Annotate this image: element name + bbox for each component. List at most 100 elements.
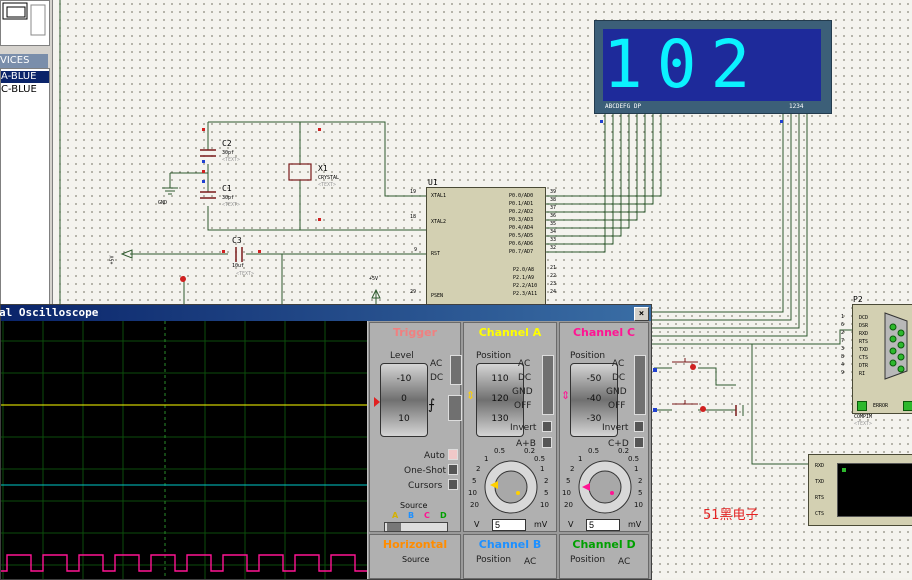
watermark-text: 51黑电子 [703, 508, 759, 523]
p2-pin-name: TXD [859, 347, 869, 353]
p2-pin-num: 3 [841, 346, 845, 352]
u1-pin-name: P2.1/A9 [513, 275, 535, 281]
p2-pin-name: DCD [859, 315, 869, 321]
u1-pin-name: P0.0/AD0 [509, 193, 534, 199]
channel-a-scale-input[interactable] [492, 519, 526, 531]
source-slider[interactable] [384, 522, 448, 532]
unit-volts-label: V [474, 520, 480, 529]
serial-connector-p2[interactable]: DCD DSR RXD RTS TXD CTS DTR RI ERROR [852, 304, 912, 414]
c2-text: <TEXT> [222, 157, 241, 163]
channel-a-combine-button[interactable] [542, 437, 552, 448]
channel-c-position-dial[interactable]: -50 -40 -30 [570, 363, 618, 437]
channel-c-scale-knob[interactable] [562, 447, 648, 529]
u1-pin-num: 34 [550, 229, 557, 235]
display-digits: 102 [603, 26, 765, 103]
u1-pin-name: P0.5/AD5 [509, 233, 534, 239]
dial-value: -50 [586, 374, 602, 384]
u1-pin-num: 35 [550, 221, 557, 227]
device-panel: VICES A-BLUE C-BLUE [0, 0, 53, 306]
scale-mark: 1 [634, 465, 639, 473]
source-slider-thumb[interactable] [387, 523, 401, 531]
vcc-mid-label: +5V [369, 276, 379, 282]
p2-pin-name: RI [859, 371, 866, 377]
channel-b-title: Channel B [478, 538, 542, 551]
position-arrows-icon: ⇕ [561, 389, 571, 402]
source-d[interactable]: D [440, 511, 447, 520]
u1-pin-num: 38 [550, 197, 557, 203]
u1-pin-num: 32 [550, 245, 557, 251]
horizontal-source-label: Source [402, 555, 430, 564]
level-label: Level [390, 351, 414, 361]
channel-a-invert-button[interactable] [542, 421, 552, 432]
scale-mark: 5 [566, 477, 571, 485]
trigger-edge-switch[interactable] [448, 395, 462, 421]
devices-list[interactable]: A-BLUE C-BLUE [0, 68, 50, 306]
u1-pin-num: 39 [550, 189, 557, 195]
oscilloscope-window[interactable]: al Oscilloscope × Trigger Level [0, 304, 652, 580]
p2-pin-num: 2 [841, 330, 845, 336]
channel-a-scale-knob[interactable] [468, 447, 554, 529]
p2-pin-num: 1 [841, 314, 845, 320]
oscilloscope-title: al Oscilloscope [0, 306, 99, 319]
channel-c-combine-button[interactable] [634, 437, 644, 448]
scope-screen[interactable] [1, 321, 367, 579]
p2-pin-num: 7 [841, 338, 845, 344]
cursors-button[interactable] [448, 479, 458, 490]
mcu-u1[interactable]: XTAL1 XTAL2 RST PSEN P0.0/AD0 P0.1/AD1 P… [426, 187, 546, 307]
scale-mark: 1 [484, 455, 489, 463]
scale-mark: 0.5 [494, 447, 506, 455]
trigger-level-marker-icon [374, 397, 380, 407]
c2-name: C2 [222, 139, 232, 148]
dial-value: -40 [586, 394, 602, 404]
source-b[interactable]: B [408, 511, 415, 520]
source-a[interactable]: A [392, 511, 399, 520]
trigger-ac-label: AC [430, 359, 443, 369]
u1-pin-num: 33 [550, 237, 557, 243]
u1-pin-num: 19 [410, 189, 417, 195]
source-c[interactable]: C [424, 511, 430, 520]
scale-mark: 2 [638, 477, 643, 485]
one-shot-button[interactable] [448, 464, 458, 475]
device-item[interactable]: C-BLUE [1, 84, 37, 95]
p2-pin-num: 9 [841, 370, 845, 376]
virtual-terminal[interactable]: RXD TXD RTS CTS [808, 454, 912, 526]
trigger-coupling-switch[interactable] [450, 355, 462, 385]
scale-mark: 10 [634, 501, 643, 509]
preview-graphic [2, 2, 46, 36]
scale-mark: 0.5 [588, 447, 600, 455]
c3-text: <TEXT> [236, 271, 255, 277]
channel-c-invert-button[interactable] [634, 421, 644, 432]
auto-button[interactable] [448, 449, 458, 460]
oscilloscope-titlebar[interactable]: al Oscilloscope × [0, 305, 651, 321]
u1-pin-num: 36 [550, 213, 557, 219]
channel-a-position-dial[interactable]: 110 120 130 [476, 363, 524, 437]
channel-d-title: Channel D [572, 538, 636, 551]
scale-mark: 10 [468, 489, 477, 497]
u1-pin-num: 24 [550, 289, 557, 295]
scale-mark: 10 [562, 489, 571, 497]
x1-name: X1 [318, 164, 328, 173]
p2-pin-name: RXD [859, 331, 869, 337]
scale-mark: 2 [476, 465, 481, 473]
p2-error-label: ERROR [873, 403, 889, 409]
seven-segment-display[interactable]: 102 ABCDEFG DP 1234 [594, 20, 832, 114]
scale-mark: 0.5 [534, 455, 546, 463]
device-item-selected[interactable]: A-BLUE [1, 71, 49, 83]
mode-off-label: OFF [514, 401, 532, 411]
channel-c-mode-switch[interactable] [634, 355, 646, 415]
close-button[interactable]: × [634, 307, 649, 321]
channel-c-scale-input[interactable] [586, 519, 620, 531]
channel-d-panel: Channel D Position AC [559, 534, 649, 579]
u1-pin-name: PSEN [431, 293, 444, 299]
trigger-level-dial[interactable]: -10 0 10 [380, 363, 428, 437]
status-led-icon [903, 401, 912, 411]
scale-mark: 0.2 [524, 447, 536, 455]
combine-label: C+D [608, 439, 629, 449]
u1-pin-name: P0.6/AD6 [509, 241, 534, 247]
display-glass: 102 [603, 29, 821, 101]
overview-preview[interactable] [0, 0, 50, 46]
scale-mark: 5 [472, 477, 477, 485]
gnd-label: GND [158, 200, 168, 206]
channel-a-mode-switch[interactable] [542, 355, 554, 415]
